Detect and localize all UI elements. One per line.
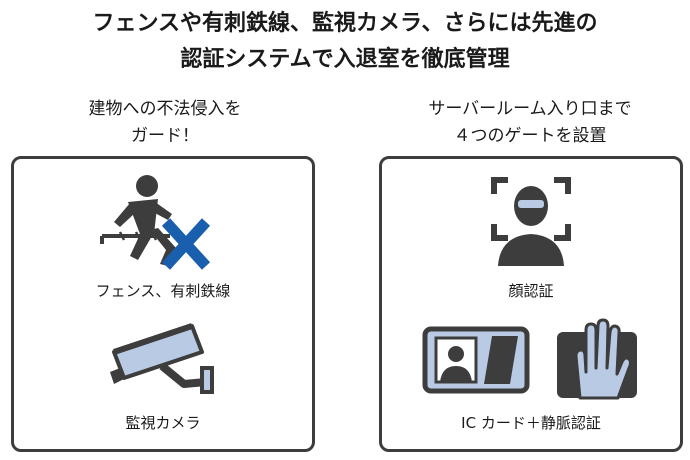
right-title-line-2: ４つのゲートを設置 <box>453 126 607 146</box>
left-column-title: 建物への不法侵入を ガード！ <box>10 96 320 150</box>
security-camera-icon <box>110 323 214 394</box>
left-panel <box>11 156 315 452</box>
left-title-line-2: ガード！ <box>131 126 199 146</box>
headline-line-2: 認証システムで入退室を徹底管理 <box>180 47 510 72</box>
right-title-line-1: サーバールーム入り口まで <box>428 99 632 119</box>
left-item-label-camera: 監視カメラ <box>125 414 201 432</box>
id-card-icon <box>422 326 530 394</box>
right-item-label-card-vein: IC カード＋静脈認証 <box>461 414 601 432</box>
headline-line-1: フェンスや有刺鉄線、監視カメラ、さらには先進の <box>92 11 598 36</box>
fence-intruder-icon <box>100 175 211 270</box>
vein-scanner-hand-icon <box>557 318 637 400</box>
headline: フェンスや有刺鉄線、監視カメラ、さらには先進の 認証システムで入退室を徹底管理 <box>0 6 690 78</box>
right-item-label-face: 顔認証 <box>508 282 554 300</box>
left-title-line-1: 建物への不法侵入を <box>88 99 242 119</box>
right-column-title: サーバールーム入り口まで ４つのゲートを設置 <box>375 96 685 150</box>
face-recognition-icon <box>491 177 571 266</box>
right-panel <box>379 156 683 452</box>
left-item-label-fence: フェンス、有刺鉄線 <box>95 282 231 300</box>
